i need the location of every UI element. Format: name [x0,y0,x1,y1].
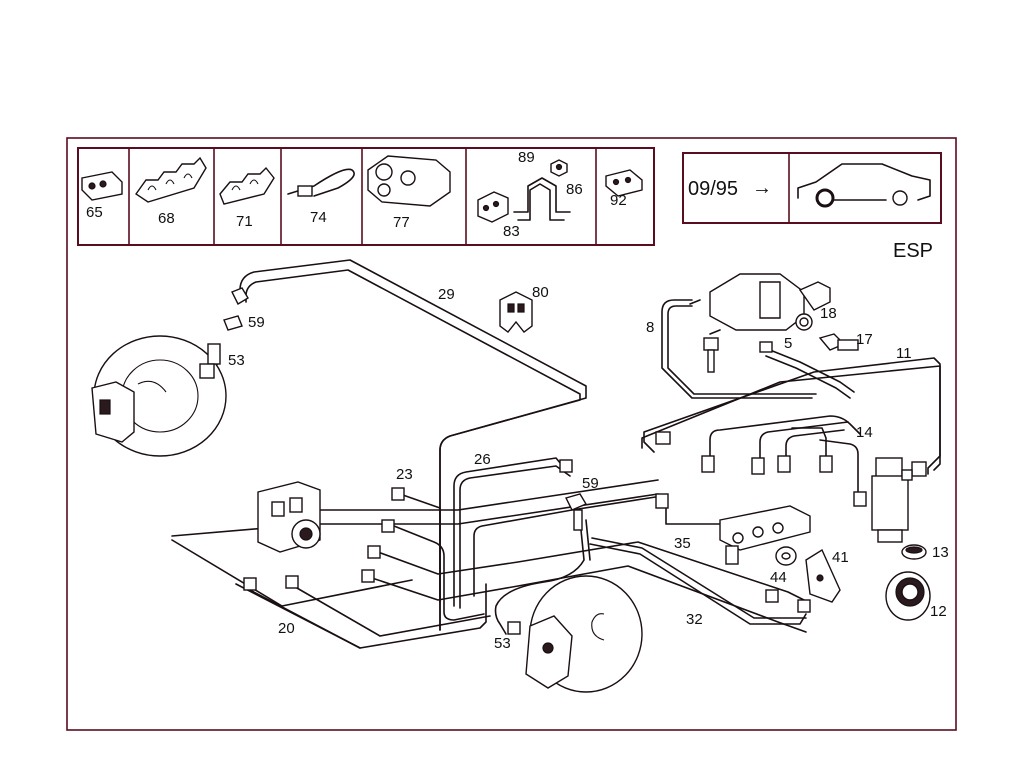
cap-13-icon [901,544,927,560]
part-label-68: 68 [158,210,175,227]
part-label-89: 89 [518,149,535,166]
bracket-80-icon [499,291,533,333]
switch-17-icon [818,333,859,351]
rubber-83-icon [477,191,509,223]
label-11: 11 [896,345,912,362]
label-53-right: 53 [494,635,511,652]
clip-65-icon [81,171,123,201]
grommet-44-icon [775,546,797,566]
label-80: 80 [532,284,549,301]
part-label-74: 74 [310,209,327,226]
clip-59-icon [564,493,588,531]
label-17: 17 [856,331,873,348]
part-label-86: 86 [566,181,583,198]
fittings-center [559,341,927,509]
fittings-left [199,287,249,379]
label-26: 26 [474,451,491,468]
bracket-41-icon [805,548,841,603]
distribution-block [719,505,811,565]
nut-89-icon [550,159,568,177]
part-label-83: 83 [503,223,520,240]
car-silhouette-icon [797,163,931,208]
label-14: 14 [856,424,873,441]
sensor-8-icon [703,337,719,373]
outer-frame [66,137,957,731]
clip-71-icon [219,166,275,205]
label-35: 35 [674,535,691,552]
clip-68-icon [135,156,207,203]
label-44: 44 [770,569,787,586]
label-32: 32 [686,611,703,628]
label-13: 13 [932,544,949,561]
label-59-left: 59 [248,314,265,331]
clip-77-icon [367,155,451,207]
model-year-box: 09/95 → [682,152,942,224]
cap-12-icon [885,571,931,621]
label-29: 29 [438,286,455,303]
part-label-65: 65 [86,204,103,221]
pressure-accumulator [871,457,913,543]
label-23: 23 [396,466,413,483]
label-12: 12 [930,603,947,620]
label-20: 20 [278,620,295,637]
system-label: ESP [893,240,933,262]
part-label-92: 92 [610,192,627,209]
model-year-date: 09/95 [688,178,738,200]
cable-tie-74-icon [287,168,355,197]
fittings-front [243,487,811,635]
clip-92-icon [605,169,643,197]
label-53-left: 53 [228,352,245,369]
left-brake-disc [91,335,227,457]
small-parts-box: 65 68 71 74 77 89 86 83 92 [77,147,655,246]
brake-booster [689,273,831,335]
hydraulic-unit [257,481,321,553]
part-label-71: 71 [236,213,253,230]
model-year-arrow: → [752,177,772,199]
label-18: 18 [820,305,837,322]
label-41: 41 [832,549,849,566]
part-label-77: 77 [393,214,410,231]
label-8: 8 [646,319,654,336]
bracket-86-icon [513,177,571,221]
right-brake-disc [525,575,643,693]
label-59-center: 59 [582,475,599,492]
label-5: 5 [784,335,792,352]
